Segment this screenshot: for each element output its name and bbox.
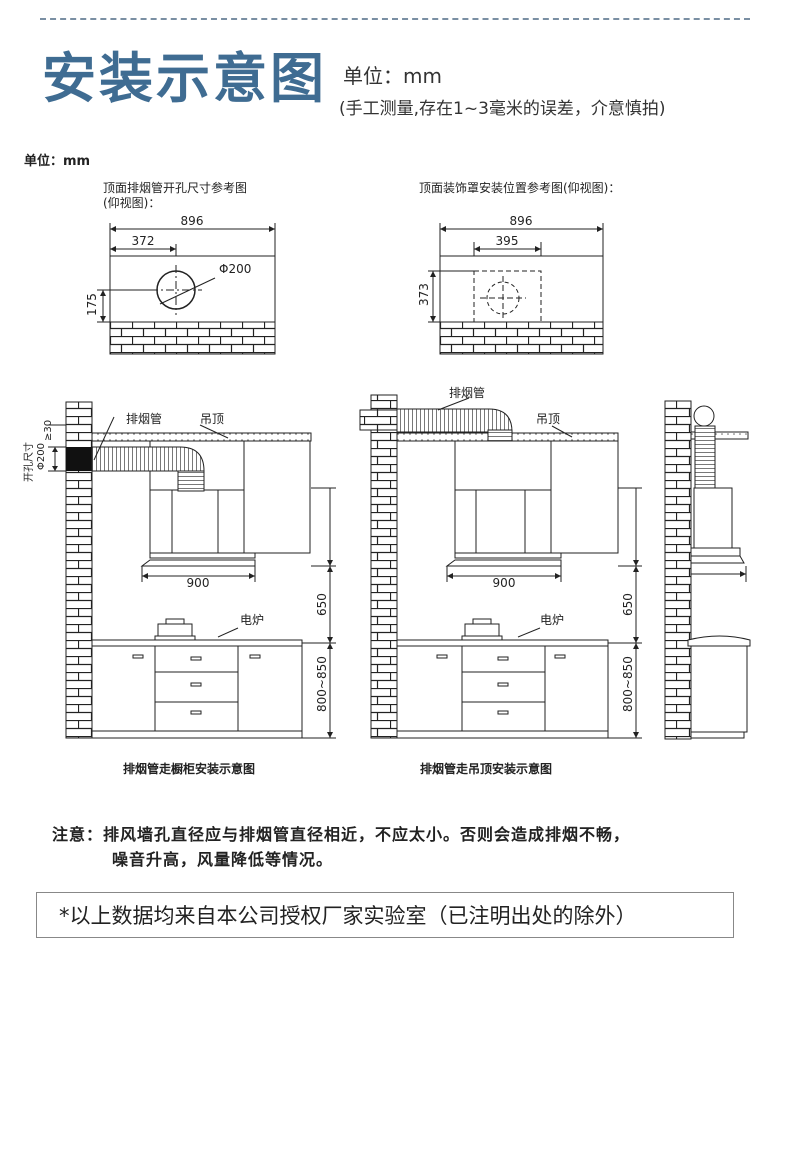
cabinet-caption: 排烟管走橱柜安装示意图 (123, 762, 256, 776)
cover-plan-diagram (428, 223, 604, 355)
cover-plan-title: 顶面装饰罩安装位置参考图(仰视图)： (419, 181, 621, 195)
ceiling-ceiling-label: 吊顶 (536, 412, 561, 426)
cabinet-route-diagram (48, 401, 336, 739)
cabinet-stove-label: 电炉 (240, 613, 265, 627)
header-note: (手工测量,存在1~3毫米的误差，介意慎拍) (339, 99, 666, 119)
notice-line1: 注意：排风墙孔直径应与排烟管直径相近，不应太小。否则会造成排烟不畅， (52, 825, 631, 844)
dimension-labels: 896 372 Φ200 175 896 395 373 900 650 800… (22, 214, 635, 712)
ceiling-counter-height: 800~850 (621, 656, 635, 712)
hole-plan-diameter: Φ200 (219, 262, 251, 276)
hole-plan-title-line1: 顶面排烟管开孔尺寸参考图 (103, 181, 248, 195)
hole-plan-title-line2: (仰视图)： (103, 196, 161, 210)
cabinet-hole-dia: Φ200 (36, 443, 47, 470)
hole-plan-offset: 372 (132, 234, 155, 248)
ceiling-pipe-label: 排烟管 (449, 386, 486, 400)
ceiling-stove-label: 电炉 (540, 613, 565, 627)
cabinet-ceiling-label: 吊顶 (200, 412, 225, 426)
hole-plan-diagram (97, 223, 276, 355)
page-title: 安装示意图 (42, 47, 327, 110)
notice: 注意：排风墙孔直径应与排烟管直径相近，不应太小。否则会造成排烟不畅， 噪音升高，… (52, 822, 630, 872)
cabinet-gap: 650 (315, 593, 329, 616)
disclaimer-text: *以上数据均来自本公司授权厂家实验室（已注明出处的除外） (59, 904, 637, 928)
unit-label: 单位：mm (24, 154, 91, 169)
cover-plan-height: 373 (417, 283, 431, 306)
side-view-diagram (664, 400, 751, 740)
ceiling-route-diagram (359, 394, 642, 739)
cabinet-counter-height: 800~850 (315, 656, 329, 712)
cabinet-hood-width: 900 (187, 576, 210, 590)
hole-plan-height: 175 (85, 293, 99, 316)
cabinet-pipe-label: 排烟管 (126, 412, 163, 426)
header-dashed-divider (40, 18, 750, 20)
cover-plan-width: 896 (510, 214, 533, 228)
cover-plan-offset: 395 (496, 234, 519, 248)
hole-plan-title: 顶面排烟管开孔尺寸参考图 (仰视图)： (103, 181, 247, 211)
header-unit: 单位：mm (343, 64, 442, 88)
hole-plan-width: 896 (181, 214, 204, 228)
disclaimer-box: *以上数据均来自本公司授权厂家实验室（已注明出处的除外） (36, 892, 734, 938)
ceiling-caption: 排烟管走吊顶安装示意图 (420, 762, 553, 776)
cabinet-hole-min: ≥30 (43, 420, 54, 441)
ceiling-gap: 650 (621, 593, 635, 616)
notice-line2: 噪音升高，风量降低等情况。 (112, 850, 334, 869)
cabinet-hole-label: 开孔尺寸 (22, 442, 35, 482)
ceiling-hood-width: 900 (493, 576, 516, 590)
